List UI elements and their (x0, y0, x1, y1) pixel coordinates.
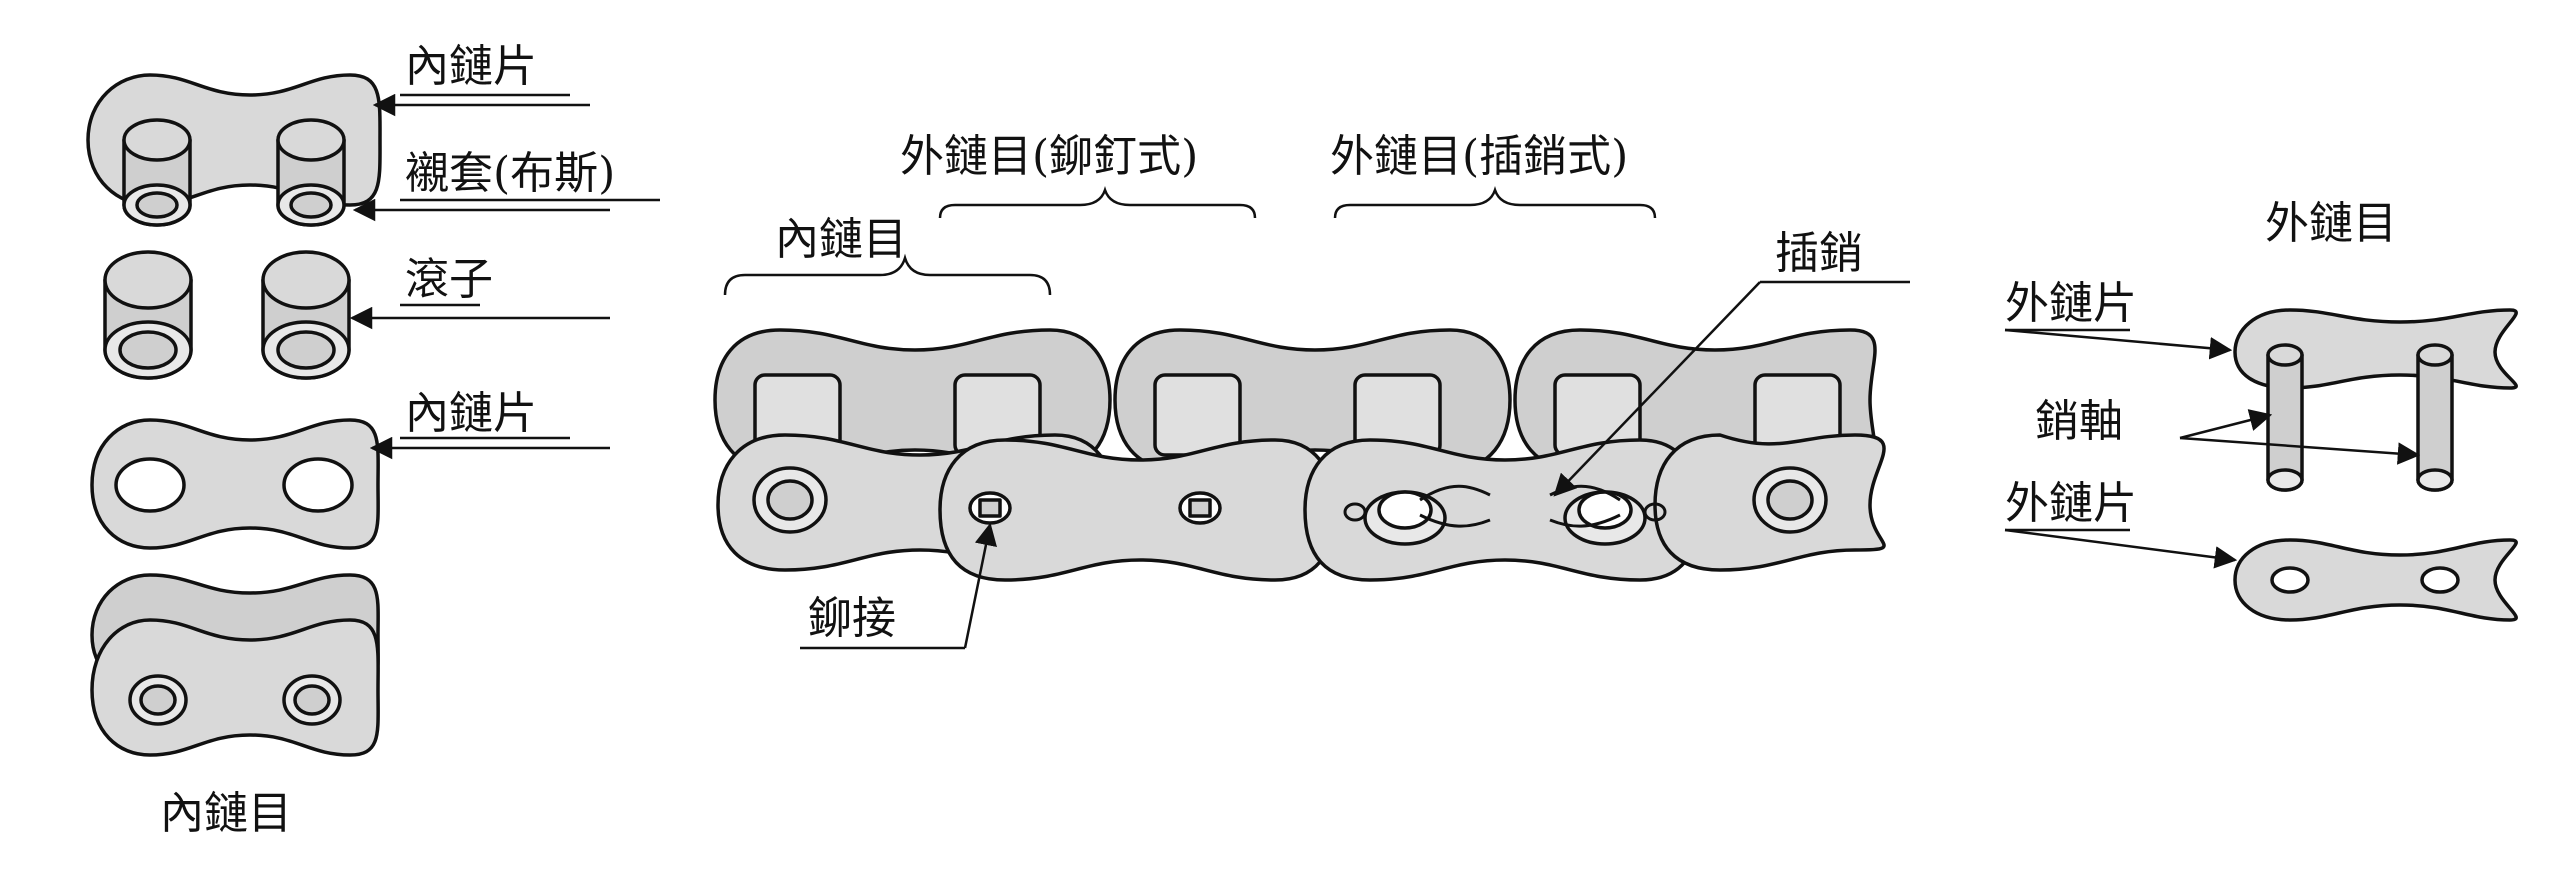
label-bushing: 襯套(布斯) (405, 148, 616, 199)
outer-plate (2233, 538, 2518, 622)
label-cotter-pin: 插銷 (1775, 228, 1863, 279)
label-outer-plate-top: 外鏈片 (2005, 278, 2137, 329)
label-riveted: 鉚接 (808, 593, 896, 644)
assembled-inner-link (90, 573, 380, 757)
label-inner-plate-bottom: 內鏈片 (405, 388, 537, 439)
outer-plate-with-pins (2233, 308, 2518, 492)
label-outer-link-riveted: 外鏈目(鉚釘式) (900, 131, 1199, 182)
label-inner-plate-top: 內鏈片 (405, 41, 537, 92)
label-inner-link-chain: 內鏈目 (775, 214, 907, 265)
label-pin: 銷軸 (2035, 396, 2123, 447)
rollers (103, 250, 351, 380)
chain-assembly (713, 328, 1886, 582)
inner-plate (90, 418, 380, 550)
leader-lines (349, 93, 2421, 650)
caption-inner-link: 內鏈目 (160, 788, 292, 839)
label-outer-plate-bottom: 外鏈片 (2005, 478, 2137, 529)
label-outer-link-cotter: 外鏈目(插銷式) (1330, 131, 1629, 182)
inner-plate-with-bushings (86, 73, 382, 227)
label-roller: 滾子 (405, 254, 493, 305)
caption-outer-link: 外鏈目 (2265, 198, 2397, 249)
